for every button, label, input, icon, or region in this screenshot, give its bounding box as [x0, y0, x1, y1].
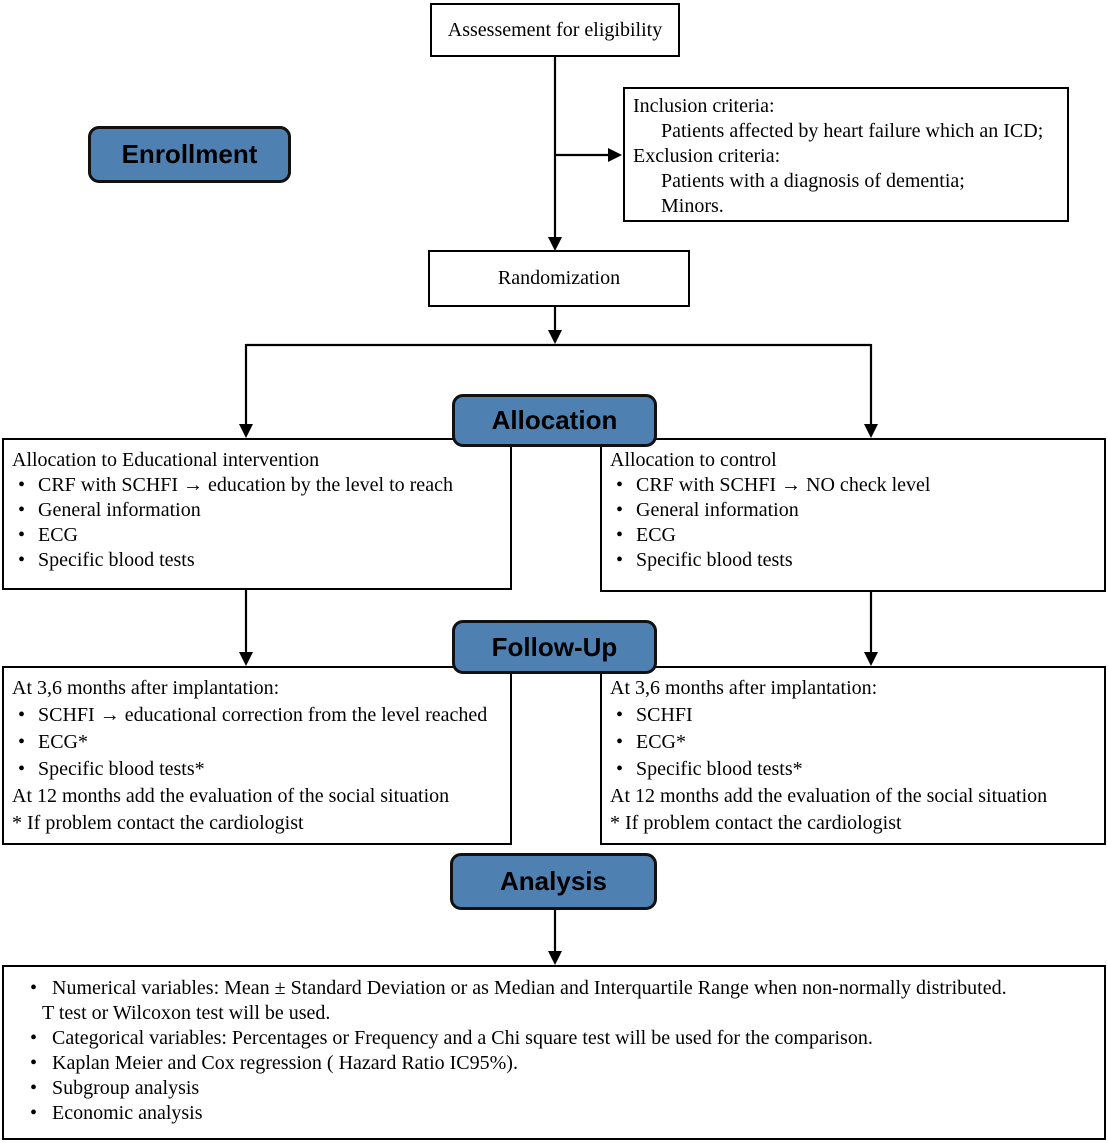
eligibility-box: Assessement for eligibility [430, 3, 680, 57]
followup-control-title: At 3,6 months after implantation: [610, 677, 878, 699]
criteria-line: Patients affected by heart failure which… [661, 120, 1044, 142]
criteria-line: Inclusion criteria: [633, 95, 775, 117]
followup-footer-line: * If problem contact the cardiologist [610, 812, 902, 834]
enrollment-stage-pill: Enrollment [88, 126, 291, 183]
followup-intervention-box: At 3,6 months after implantation: SCHFI … [2, 666, 512, 845]
followup-footer-line: * If problem contact the cardiologist [12, 812, 304, 834]
bullet-item: ECG [12, 523, 504, 548]
followup-intervention-title: At 3,6 months after implantation: [12, 677, 280, 699]
allocation-intervention-title: Allocation to Educational intervention [12, 449, 320, 471]
bullet-item: ECG* [12, 729, 504, 756]
randomization-text: Randomization [497, 267, 621, 289]
criteria-line: Exclusion criteria: [633, 145, 781, 167]
allocation-label: Allocation [491, 405, 618, 435]
bullet-item: ECG* [610, 729, 1098, 756]
arrow-allocation-to-followup-right [864, 592, 878, 666]
criteria-box: Inclusion criteria: Patients affected by… [623, 87, 1069, 222]
arrow-allocation-to-followup-left [239, 590, 253, 666]
bullet-item: Specific blood tests* [12, 756, 504, 783]
criteria-line: Patients with a diagnosis of dementia; [661, 170, 965, 192]
followup-stage-pill: Follow-Up [452, 620, 657, 674]
bullet-item: Subgroup analysis [22, 1076, 1094, 1101]
followup-footer-line: At 12 months add the evaluation of the s… [12, 785, 450, 807]
analysis-stage-pill: Analysis [450, 853, 657, 910]
bullet-item: Numerical variables: Mean ± Standard Dev… [22, 976, 1094, 1026]
analysis-box: Numerical variables: Mean ± Standard Dev… [2, 965, 1106, 1140]
arrow-to-criteria-box [555, 148, 622, 162]
bullet-item: Specific blood tests [610, 548, 1098, 573]
bullet-item: Categorical variables: Percentages or Fr… [22, 1026, 1094, 1051]
bullet-item: General information [610, 498, 1098, 523]
bullet-item: General information [12, 498, 504, 523]
analysis-line: Numerical variables: Mean ± Standard Dev… [52, 977, 1007, 999]
bullet-item: SCHFI [610, 702, 1098, 729]
bullet-item: ECG [610, 523, 1098, 548]
arrow-eligibility-to-randomization [548, 55, 562, 251]
analysis-continuation-line: T test or Wilcoxon test will be used. [42, 1002, 331, 1024]
bullet-item: Specific blood tests [12, 548, 504, 573]
allocation-control-title: Allocation to control [610, 449, 777, 471]
criteria-line: Minors. [661, 195, 724, 217]
allocation-control-box: Allocation to control CRF with SCHFI → N… [600, 438, 1106, 592]
arrow-randomization-split [239, 307, 878, 438]
eligibility-text: Assessement for eligibility [447, 18, 663, 41]
randomization-box: Randomization [428, 250, 690, 307]
bullet-item: CRF with SCHFI → NO check level [610, 473, 1098, 498]
enrollment-label: Enrollment [121, 139, 258, 169]
followup-control-box: At 3,6 months after implantation: SCHFI … [600, 666, 1106, 845]
bullet-item: SCHFI → educational correction from the … [12, 702, 504, 729]
bullet-item: Kaplan Meier and Cox regression ( Hazard… [22, 1051, 1094, 1076]
followup-footer-line: At 12 months add the evaluation of the s… [610, 785, 1048, 807]
arrow-analysis-to-analysis-box [548, 909, 562, 965]
analysis-label: Analysis [500, 866, 607, 896]
allocation-stage-pill: Allocation [452, 394, 657, 447]
bullet-item: Economic analysis [22, 1101, 1094, 1126]
allocation-intervention-box: Allocation to Educational intervention C… [2, 438, 512, 590]
bullet-item: CRF with SCHFI → education by the level … [12, 473, 504, 498]
bullet-item: Specific blood tests* [610, 756, 1098, 783]
followup-label: Follow-Up [491, 631, 618, 662]
